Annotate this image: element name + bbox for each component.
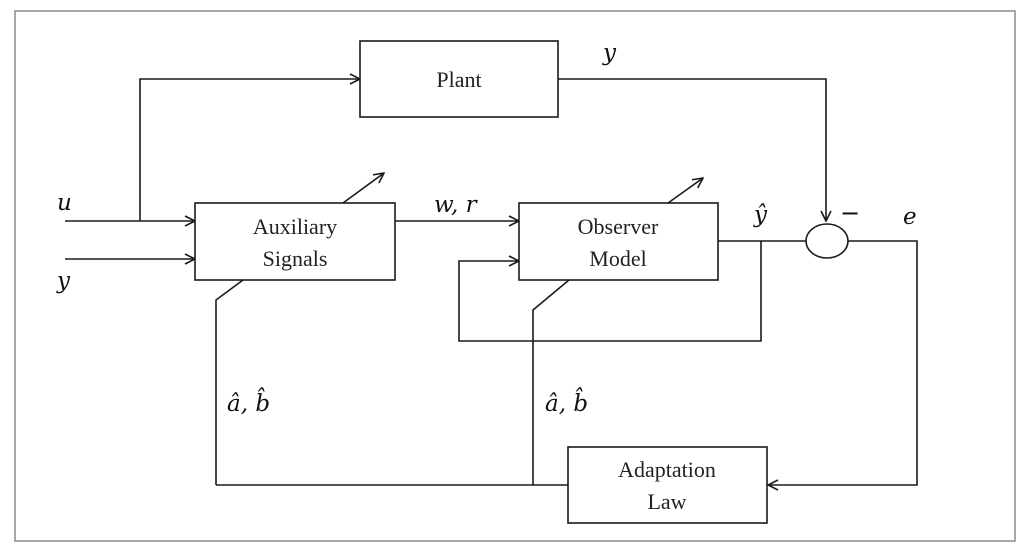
label-error-e: e xyxy=(903,204,917,230)
observer-model-block: Observer Model xyxy=(518,202,719,281)
label-params-left: â, b̂ xyxy=(227,388,270,417)
observer-label-line1: Observer xyxy=(578,214,659,239)
wire-observer-feedback xyxy=(458,241,762,342)
label-estimate-y-hat: ŷ xyxy=(753,202,768,228)
label-aux-output: w, r xyxy=(434,192,479,218)
wire-params-to-aux xyxy=(215,279,244,485)
wire-error-to-adaptation xyxy=(768,240,918,485)
diagram-frame xyxy=(14,10,1016,542)
auxiliary-label-line2: Signals xyxy=(263,246,328,271)
auxiliary-signals-block: Auxiliary Signals xyxy=(194,202,396,281)
adaptation-label-line2: Law xyxy=(647,489,686,514)
wire-params-to-observer xyxy=(532,279,570,485)
observer-label-line2: Model xyxy=(589,246,646,271)
wire-u-to-plant xyxy=(139,79,360,221)
auxiliary-label-line1: Auxiliary xyxy=(253,214,337,239)
label-params-right: â, b̂ xyxy=(545,388,588,417)
plant-label: Plant xyxy=(436,67,481,92)
summing-junction xyxy=(805,223,849,259)
label-input-y: y xyxy=(56,268,71,294)
wire-plant-to-sum xyxy=(558,78,826,221)
label-minus-sign: − xyxy=(840,199,860,227)
label-plant-output-y: y xyxy=(602,40,617,66)
plant-block: Plant xyxy=(359,40,559,118)
adaptation-label-line1: Adaptation xyxy=(618,457,716,482)
adjust-arrow-observer xyxy=(667,178,703,204)
adjust-arrow-aux xyxy=(342,173,384,204)
adaptation-law-block: Adaptation Law xyxy=(567,446,768,524)
label-input-u: u xyxy=(57,190,72,216)
